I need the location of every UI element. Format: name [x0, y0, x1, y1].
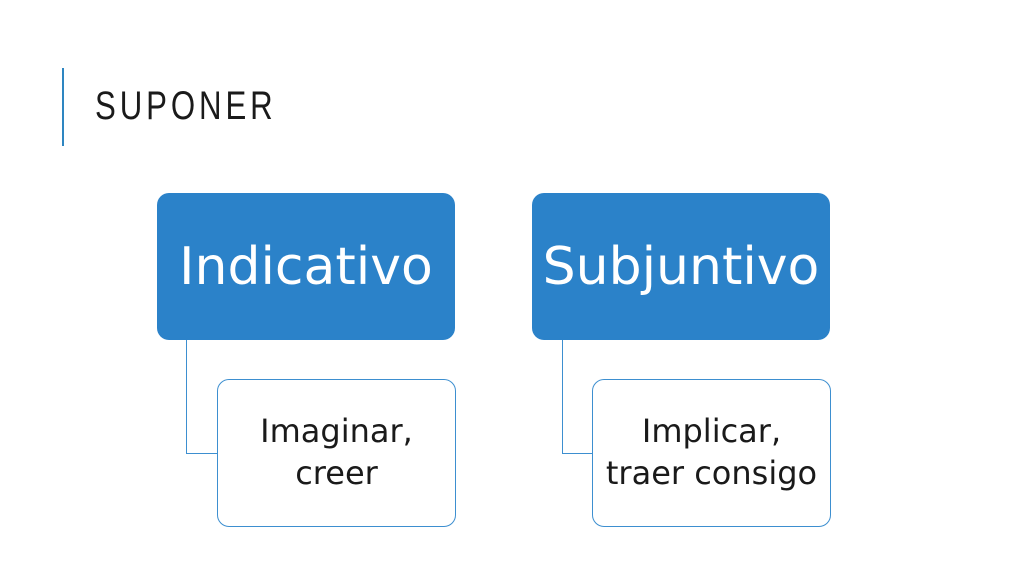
- child-node-indicativo: Imaginar, creer: [217, 379, 456, 527]
- node-subjuntivo: Subjuntivo: [532, 193, 830, 340]
- title-accent-bar: [62, 68, 64, 146]
- connector-indicativo: [186, 340, 218, 454]
- connector-subjuntivo: [562, 340, 593, 454]
- node-indicativo: Indicativo: [157, 193, 455, 340]
- slide-title: SUPONER: [95, 84, 277, 128]
- child-node-subjuntivo: Implicar, traer consigo: [592, 379, 831, 527]
